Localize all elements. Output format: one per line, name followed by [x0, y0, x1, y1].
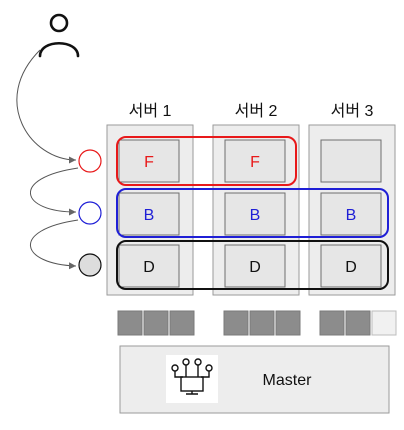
slot-box-server3-row3 — [320, 244, 382, 288]
slot-box-server1-row3 — [118, 244, 180, 288]
group-outline-b — [116, 188, 389, 238]
user-icon — [38, 13, 80, 58]
slot-label: F — [144, 154, 154, 171]
resource-block-used — [169, 310, 195, 336]
group-outlines — [78, 136, 389, 290]
slot-label: D — [143, 259, 155, 276]
slot-boxes: F B D F B D B D — [118, 139, 382, 288]
resource-block-used — [345, 310, 371, 336]
group-circle-b — [78, 201, 102, 225]
slot-label: B — [250, 207, 261, 224]
slot-box-server1-row2 — [118, 192, 180, 236]
slot-label: B — [346, 207, 357, 224]
arrow-b-to-d — [30, 219, 79, 270]
resource-block-used — [223, 310, 249, 336]
arrow-user-to-f — [16, 49, 77, 164]
slot-label: D — [249, 259, 261, 276]
master-node: Master — [119, 345, 390, 414]
resource-block-used — [143, 310, 169, 336]
arrow-f-to-b — [30, 167, 79, 216]
network-computer-icon — [171, 358, 213, 395]
slot-box-server1-row1 — [118, 139, 180, 183]
master-label: Master — [263, 372, 313, 389]
server-label-1: 서버 1 — [129, 102, 172, 120]
group-circle-f — [78, 149, 102, 173]
group-circle-d — [78, 253, 102, 277]
group-outline-d — [116, 240, 389, 290]
resource-block-used — [275, 310, 301, 336]
slot-box-server2-row1 — [224, 139, 286, 183]
group-outline-f — [116, 136, 297, 186]
slot-label: B — [144, 207, 155, 224]
server-label-2: 서버 2 — [235, 102, 278, 120]
server-label-3: 서버 3 — [331, 102, 374, 120]
slot-box-server3-row2 — [320, 192, 382, 236]
resource-blocks — [117, 310, 397, 336]
resource-block-used — [117, 310, 143, 336]
slot-box-server2-row2 — [224, 192, 286, 236]
slot-label: F — [250, 154, 260, 171]
resource-block-free — [371, 310, 397, 336]
connectors — [16, 49, 79, 270]
slot-box-server3-row1 — [320, 139, 382, 183]
slot-box-server2-row3 — [224, 244, 286, 288]
resource-block-used — [249, 310, 275, 336]
slot-label: D — [345, 259, 357, 276]
resource-block-used — [319, 310, 345, 336]
